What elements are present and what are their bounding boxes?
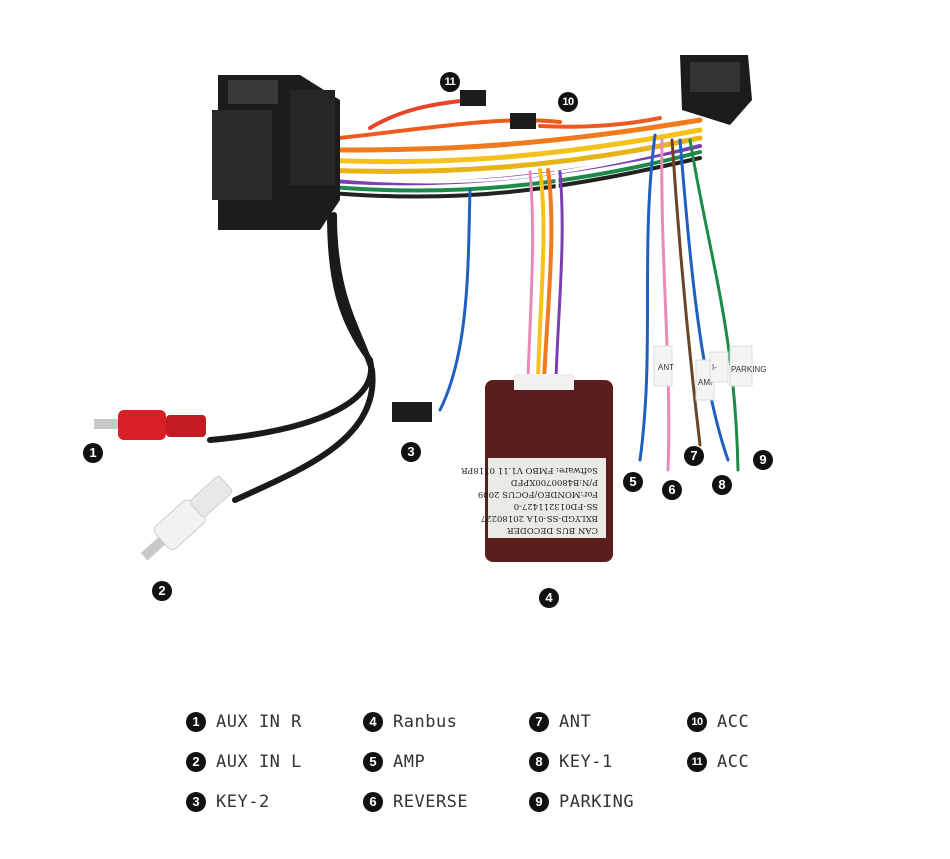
legend-number: 2 xyxy=(186,752,206,772)
legend-label: ACC xyxy=(717,712,750,732)
legend-item: 7 ANT xyxy=(529,702,687,742)
legend-item: 11 ACC xyxy=(687,742,807,782)
decoder-label-line: SS-FD013211427-0 xyxy=(514,501,598,511)
legend-label: ANT xyxy=(559,712,592,732)
legend-item: 2 AUX IN L xyxy=(186,742,363,782)
legend-item: 8 KEY-1 xyxy=(529,742,687,782)
legend-label: ACC xyxy=(717,752,750,772)
legend-label: AUX IN L xyxy=(216,752,302,772)
legend: 1 AUX IN R 4 Ranbus 7 ANT 10 ACC 2 AUX I… xyxy=(186,702,807,822)
legend-number: 11 xyxy=(687,752,707,772)
legend-label: Ranbus xyxy=(393,712,458,732)
callout-7: 7 xyxy=(684,446,704,466)
wire-tag: ANT xyxy=(658,363,674,372)
callout-8: 8 xyxy=(712,475,732,495)
legend-item: 4 Ranbus xyxy=(363,702,529,742)
decoder-label-line: BXLYGD-SS-01A 20180227 xyxy=(481,513,598,523)
callout-6: 6 xyxy=(662,480,682,500)
key2-connector xyxy=(392,402,432,422)
acc-connectors xyxy=(460,90,536,129)
legend-item: 1 AUX IN R xyxy=(186,702,363,742)
callout-5: 5 xyxy=(623,472,643,492)
main-connector xyxy=(212,75,340,230)
legend-number: 4 xyxy=(363,712,383,732)
legend-item: 5 AMP xyxy=(363,742,529,782)
legend-label: PARKING xyxy=(559,792,635,812)
legend-label: REVERSE xyxy=(393,792,469,812)
callout-1: 1 xyxy=(83,443,103,463)
legend-number: 5 xyxy=(363,752,383,772)
decoder-label-line: Software: FMBO V1.11 0118PR xyxy=(461,465,598,475)
legend-item: 6 REVERSE xyxy=(363,782,529,822)
legend-number: 8 xyxy=(529,752,549,772)
callout-3: 3 xyxy=(401,442,421,462)
legend-number: 7 xyxy=(529,712,549,732)
callout-11: 11 xyxy=(440,72,460,92)
wire-tag: PARKING xyxy=(731,365,766,374)
wire-bundle xyxy=(207,98,740,503)
legend-number: 1 xyxy=(186,712,206,732)
wire-tag: I- xyxy=(712,363,717,372)
legend-label: KEY-1 xyxy=(559,752,613,772)
decoder-label-line: For:MONDEO/FOCUS 2009 xyxy=(478,489,598,499)
callout-4: 4 xyxy=(539,588,559,608)
decoder-label-line: CAN BUS DECODER xyxy=(507,525,598,535)
legend-number: 10 xyxy=(687,712,707,732)
legend-label: AMP xyxy=(393,752,426,772)
wiring-harness-photo: Software: FMBO V1.11 0118PR P/N:B4800700… xyxy=(94,55,766,562)
legend-item: 9 PARKING xyxy=(529,782,687,822)
legend-label: AUX IN R xyxy=(216,712,302,732)
callout-2: 2 xyxy=(152,581,172,601)
legend-number: 6 xyxy=(363,792,383,812)
iso-connector xyxy=(680,55,752,125)
callout-9: 9 xyxy=(753,450,773,470)
legend-item: 3 KEY-2 xyxy=(186,782,363,822)
red-rca-plug xyxy=(94,410,206,440)
decoder-label-line: P/N:B4800700XPFD xyxy=(511,477,598,487)
wire-tag: AMP xyxy=(698,378,715,387)
legend-label: KEY-2 xyxy=(216,792,270,812)
legend-item: 10 ACC xyxy=(687,702,807,742)
callout-10: 10 xyxy=(558,92,578,112)
canbus-decoder-box xyxy=(485,374,613,562)
legend-number: 9 xyxy=(529,792,549,812)
white-rca-plug xyxy=(140,476,233,561)
legend-number: 3 xyxy=(186,792,206,812)
